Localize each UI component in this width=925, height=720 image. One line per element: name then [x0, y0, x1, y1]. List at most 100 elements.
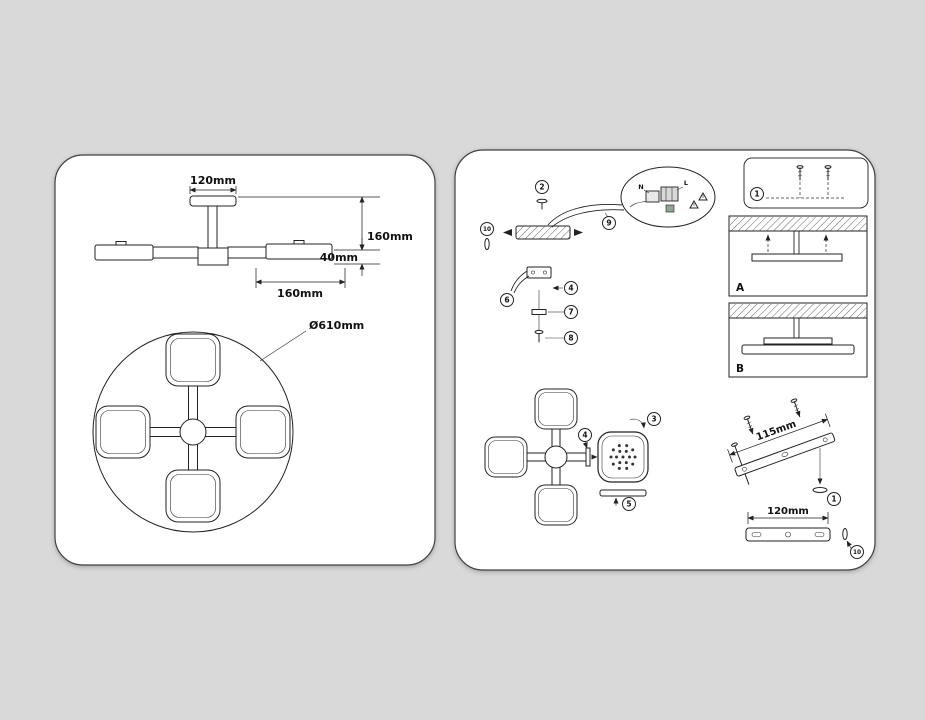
wire-1 [547, 204, 623, 226]
step-marker-10: 10 [480, 222, 494, 236]
mount-card-outline [743, 157, 869, 209]
arm-tip-flange [585, 447, 591, 467]
section-a-label: A [736, 282, 745, 294]
svg-text:9: 9 [606, 219, 611, 228]
plan-shade-bottom [165, 469, 221, 523]
cover-cap-icon [484, 238, 490, 250]
svg-text:1: 1 [754, 190, 759, 199]
section-b: B [728, 302, 868, 378]
wiring-label-neutral: N [638, 183, 643, 191]
step-marker-6: 6 [500, 293, 514, 307]
svg-text:2: 2 [539, 183, 544, 192]
plate-screw-1 [743, 415, 754, 435]
exploded-view: 2 10 9 [480, 180, 625, 345]
ceiling-hatch-b [730, 304, 866, 318]
bracket-flat: 120mm 10 [745, 506, 864, 559]
cross-center-hub [544, 445, 568, 469]
wiring-callout: N L [620, 166, 716, 228]
svg-text:5: 5 [626, 500, 631, 509]
section-a: A [728, 215, 868, 297]
cross-shade-bottom [534, 484, 578, 526]
svg-text:10: 10 [483, 227, 491, 233]
svg-text:10: 10 [853, 550, 861, 556]
svg-text:6: 6 [504, 296, 509, 305]
ceiling-screw-1 [796, 165, 804, 198]
terminal-block-large [660, 186, 679, 202]
mount-plate-a [751, 253, 843, 262]
section-b-label: B [736, 363, 744, 375]
right-panel: 2 10 9 [454, 149, 876, 571]
svg-text:3: 3 [651, 415, 656, 424]
warning-triangle-icon-1 [689, 199, 699, 209]
step-marker-1b: 1 [827, 492, 841, 506]
terminal-block-small [645, 190, 660, 203]
dim-label-120mm-bracket: 120mm [767, 506, 809, 517]
fixture-canopy [189, 195, 237, 207]
warning-triangle-icon-2 [698, 191, 708, 201]
slide-arrow-left-icon [503, 229, 512, 236]
mount-card: 1 [743, 157, 869, 209]
step-marker-3: 3 [629, 412, 661, 429]
fixture-plan-view: Ø610mm [92, 319, 364, 533]
cross-shade-left [484, 436, 528, 478]
dim-arm-length: 160mm [255, 268, 346, 300]
module-view: 4 3 [484, 388, 661, 526]
dim-label-160mm-h: 160mm [277, 287, 323, 300]
fixture-stem [207, 205, 218, 249]
wire-4 [513, 275, 530, 294]
step-marker-2: 2 [535, 180, 549, 194]
dim-label-diameter: Ø610mm [309, 319, 364, 332]
mount-plate [734, 432, 836, 477]
wire-3 [510, 270, 528, 292]
plan-center-hub [179, 418, 207, 446]
svg-text:1: 1 [831, 495, 836, 504]
ceiling-hatch-a [730, 217, 866, 231]
rotate-arrow-icon [629, 418, 646, 429]
step-marker-9: 9 [602, 212, 616, 230]
step-marker-4: 4 [564, 281, 578, 295]
dim-canopy-width: 120mm [189, 174, 237, 194]
step-marker-5: 5 [613, 497, 636, 511]
svg-text:4: 4 [568, 284, 573, 293]
svg-text:4: 4 [582, 431, 587, 440]
plan-shade-right [235, 405, 291, 459]
step-marker-8: 8 [564, 331, 578, 345]
flat-bracket-body [745, 527, 831, 542]
mount-bracket-piece [526, 266, 552, 279]
step-marker-4b: 4 [578, 428, 592, 449]
diffuser-plate [599, 489, 647, 497]
dim-drop-height: 160mm [238, 196, 413, 251]
plan-shade-left [95, 405, 151, 459]
led-module [597, 431, 649, 483]
left-panel: 120mm 160mm [54, 154, 436, 566]
dim-label-40mm: 40mm [320, 251, 358, 264]
canopy-installed-b [741, 344, 855, 355]
step-marker-1a: 1 [750, 187, 764, 201]
screw-icon [534, 329, 544, 335]
decorative-ring-icon [812, 487, 828, 493]
plan-shade-top [165, 333, 221, 387]
dim-bar-height: 40mm [320, 238, 380, 276]
dim-label-160mm-v: 160mm [367, 230, 413, 243]
wiring-label-live: L [684, 179, 688, 187]
ceiling-screw-2 [824, 165, 832, 198]
svg-text:8: 8 [568, 334, 573, 343]
cover-cap-icon-2 [842, 528, 848, 540]
ground-terminal-icon [665, 204, 675, 213]
washer-plate-icon [531, 309, 547, 315]
slide-arrow-right-icon [574, 229, 583, 236]
plate-screw-2 [790, 398, 801, 418]
wire-2 [551, 209, 625, 228]
step-marker-10b: 10 [850, 545, 864, 559]
exploded-canopy-bar [515, 225, 571, 240]
step-marker-7: 7 [564, 305, 578, 319]
cross-shade-top [534, 388, 578, 430]
svg-text:7: 7 [568, 308, 573, 317]
diameter-leader-line [259, 330, 307, 362]
dim-label-120mm: 120mm [190, 174, 236, 187]
mount-plate-b [763, 337, 833, 345]
screw-head-icon [536, 198, 548, 204]
fixture-bar [94, 240, 333, 266]
